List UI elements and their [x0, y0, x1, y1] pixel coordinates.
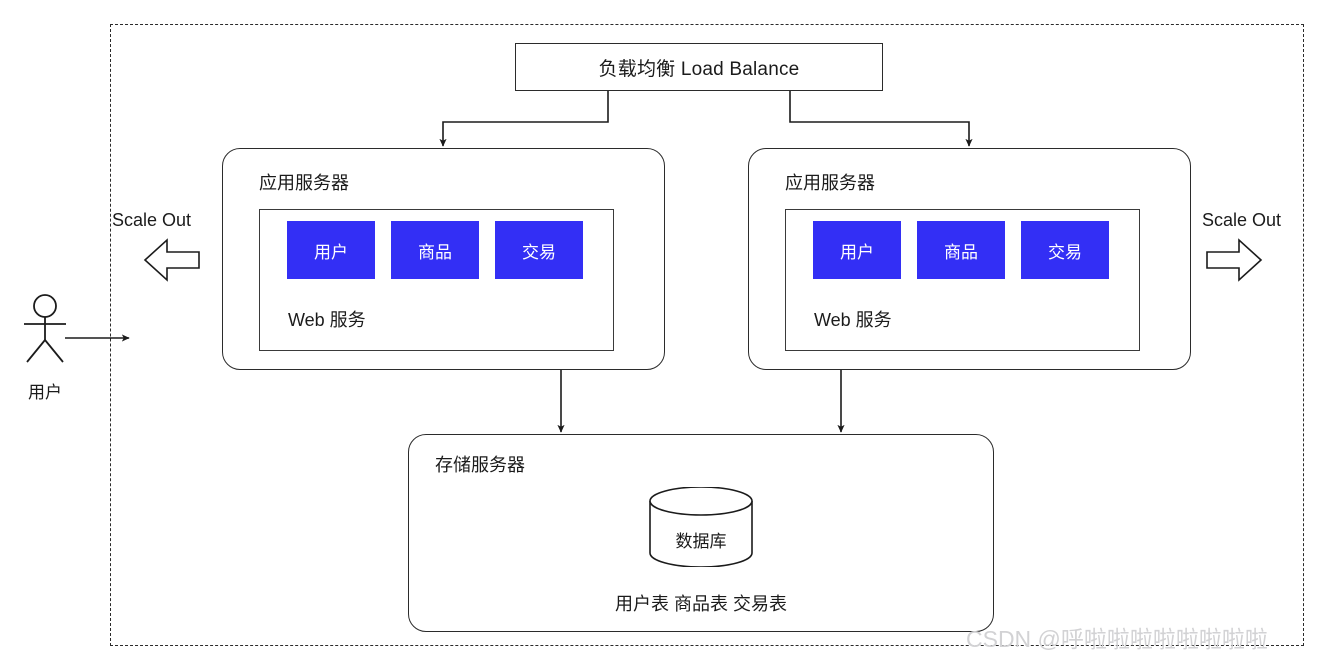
scale-out-left-label: Scale Out	[112, 210, 192, 230]
service-tile-label: 用户	[314, 242, 348, 262]
watermark: CSDN @呼啦啦啦啦啦啦啦啦	[966, 626, 1268, 652]
service-tile-transaction-left[interactable]: 交易	[495, 221, 583, 279]
arrow-left-block-icon	[143, 236, 201, 289]
web-service-box-left: 用户 商品 交易 Web 服务	[259, 209, 614, 351]
service-tile-transaction-right[interactable]: 交易	[1021, 221, 1109, 279]
web-service-box-right: 用户 商品 交易 Web 服务	[785, 209, 1140, 351]
service-tiles-left: 用户 商品 交易	[287, 221, 583, 279]
database-cylinder-icon: 数据库	[646, 486, 756, 568]
service-tiles-right: 用户 商品 交易	[813, 221, 1109, 279]
arrow-right-block-icon	[1205, 236, 1263, 289]
web-service-label-right: Web 服务	[814, 310, 892, 330]
app-server-left[interactable]: 应用服务器 用户 商品 交易 Web 服务	[222, 148, 665, 370]
load-balancer-label: 负载均衡 Load Balance	[598, 58, 800, 80]
storage-server-title: 存储服务器	[435, 455, 525, 475]
service-tile-label: 交易	[522, 242, 556, 262]
load-balancer-node[interactable]: 负载均衡 Load Balance	[515, 43, 883, 91]
storage-tables-label: 用户表 商品表 交易表	[614, 594, 787, 614]
stick-figure-icon	[14, 292, 76, 364]
service-tile-product-left[interactable]: 商品	[391, 221, 479, 279]
service-tile-label: 用户	[840, 242, 874, 262]
service-tile-user-right[interactable]: 用户	[813, 221, 901, 279]
system-boundary	[110, 24, 1304, 646]
actor-label: 用户	[28, 383, 62, 402]
service-tile-user-left[interactable]: 用户	[287, 221, 375, 279]
app-server-right[interactable]: 应用服务器 用户 商品 交易 Web 服务	[748, 148, 1191, 370]
storage-server-node[interactable]: 存储服务器 数据库 用户表 商品表 交易表	[408, 434, 994, 632]
scale-out-right-label: Scale Out	[1202, 210, 1282, 230]
app-server-left-title: 应用服务器	[259, 173, 349, 193]
app-server-right-title: 应用服务器	[785, 173, 875, 193]
database-label: 数据库	[675, 532, 727, 551]
web-service-label-left: Web 服务	[288, 310, 366, 330]
service-tile-label: 商品	[418, 242, 452, 262]
service-tile-label: 商品	[944, 242, 978, 262]
service-tile-label: 交易	[1048, 242, 1082, 262]
service-tile-product-right[interactable]: 商品	[917, 221, 1005, 279]
